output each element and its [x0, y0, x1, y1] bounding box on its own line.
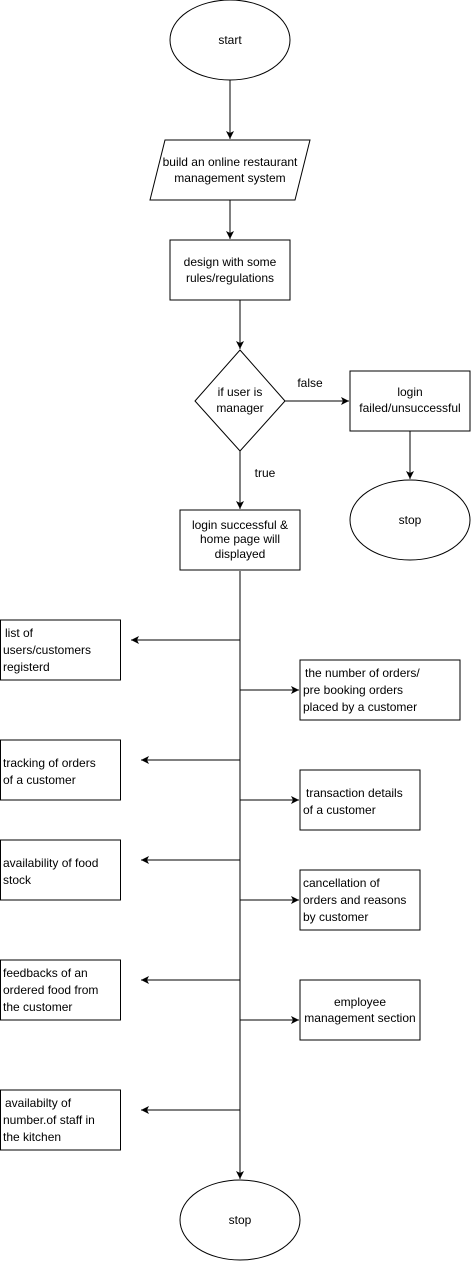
stop-terminal-bottom — [179, 1179, 301, 1261]
cancellation-box — [299, 869, 421, 931]
cancellation-label-2: orders and reasons — [303, 893, 406, 907]
build-io-shape — [149, 139, 311, 201]
start-label: start — [218, 33, 242, 47]
staff-label-3: the kitchen — [3, 1130, 61, 1144]
num-orders-label-1: the number of orders/ — [305, 666, 420, 680]
tracking-label-2: of a customer — [3, 773, 76, 787]
node-texts: start build an online restaurant managem… — [3, 33, 461, 1227]
feedbacks-box — [0, 959, 121, 1021]
login-failed-label-2: failed/unsuccessful — [359, 401, 460, 415]
decision-diamond — [194, 349, 286, 452]
build-label-2: management system — [174, 171, 285, 185]
build-label-1: build an online restaurant — [163, 155, 298, 169]
tracking-box — [0, 739, 121, 801]
login-success-label-3: displayed — [215, 547, 266, 561]
staff-box — [0, 1089, 121, 1151]
stop-right-label: stop — [399, 513, 422, 527]
num-orders-box — [299, 659, 461, 721]
decision-label-2: manager — [216, 401, 263, 415]
login-success-box — [179, 509, 301, 571]
transaction-box — [299, 769, 421, 831]
feedbacks-label-3: the customer — [3, 1000, 72, 1014]
staff-label-1: availabilty of — [5, 1096, 72, 1110]
list-users-label-3: registerd — [3, 660, 50, 674]
edge-label-false: false — [297, 376, 323, 390]
list-users-label-1: list of — [5, 626, 34, 640]
num-orders-label-2: pre booking orders — [303, 683, 403, 697]
transaction-label-2: of a customer — [303, 803, 376, 817]
tracking-label-1: tracking of orders — [3, 756, 96, 770]
login-success-label-2: home page will — [200, 532, 280, 546]
cancellation-label-1: cancellation of — [303, 876, 380, 890]
food-stock-label-1: availability of food — [3, 856, 98, 870]
connectors — [131, 80, 414, 1179]
transaction-label-1: transaction details — [306, 786, 403, 800]
staff-label-2: number.of staff in — [3, 1113, 95, 1127]
employee-box — [299, 979, 421, 1041]
cancellation-label-3: by customer — [303, 910, 368, 924]
food-stock-box — [0, 839, 121, 901]
stop-bottom-label: stop — [229, 1213, 252, 1227]
design-label-1: design with some — [184, 255, 277, 269]
decision-label-1: if user is — [218, 385, 263, 399]
employee-label-1: employee — [334, 995, 386, 1009]
login-success-label-1: login successful & — [192, 518, 288, 532]
num-orders-label-3: placed by a customer — [303, 700, 417, 714]
feedbacks-label-2: ordered food from — [3, 983, 98, 997]
start-terminal — [169, 0, 291, 81]
edge-label-true: true — [255, 466, 276, 480]
design-label-2: rules/regulations — [186, 271, 274, 285]
edge-labels: false true — [255, 376, 323, 480]
employee-label-2: management section — [304, 1011, 415, 1025]
design-process-box — [169, 239, 291, 301]
login-failed-box — [349, 370, 471, 432]
login-failed-label-1: login — [397, 385, 422, 399]
stop-terminal-right — [349, 479, 471, 561]
feedbacks-label-1: feedbacks of an — [3, 966, 88, 980]
food-stock-label-2: stock — [3, 873, 32, 887]
list-users-label-2: users/customers — [3, 643, 91, 657]
list-users-box — [0, 619, 121, 681]
